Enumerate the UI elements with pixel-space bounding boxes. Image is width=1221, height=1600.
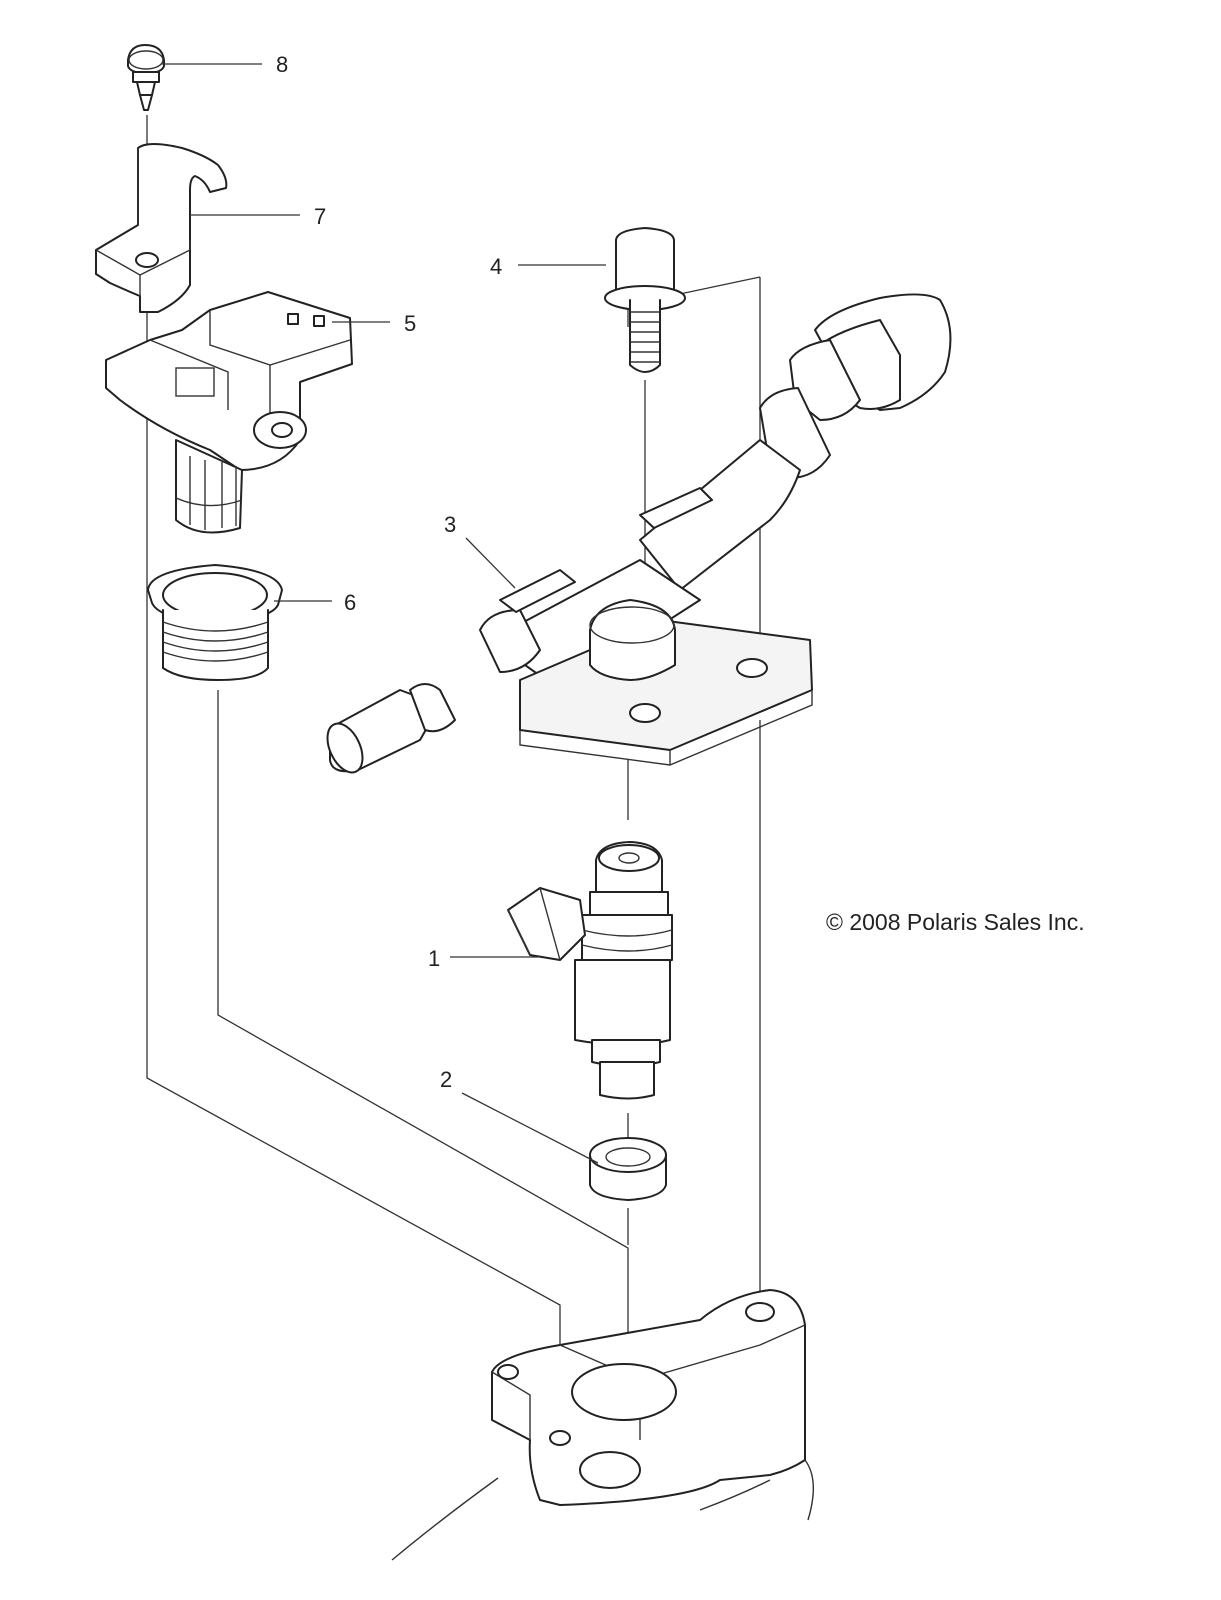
part-2-seal [589,1137,667,1201]
callout-7: 7 [314,204,326,229]
callout-3: 3 [444,512,456,537]
part-5-sensor [105,291,353,534]
part-8-push-rivet [127,44,165,111]
callout-5: 5 [404,311,416,336]
throttle-body-base [391,1289,815,1561]
callout-4: 4 [490,254,502,279]
part-1-injector [507,841,673,1100]
callout-1: 1 [428,946,440,971]
callout-2: 2 [440,1067,452,1092]
part-4-bolt [604,227,686,373]
part-3-fuel-rail [326,293,952,774]
callout-6: 6 [344,590,356,615]
part-7-bracket [95,143,228,313]
copyright-notice: © 2008 Polaris Sales Inc. [826,909,1085,935]
leader-lines [162,63,606,1164]
part-6-grommet [147,564,283,681]
callout-8: 8 [276,52,288,77]
